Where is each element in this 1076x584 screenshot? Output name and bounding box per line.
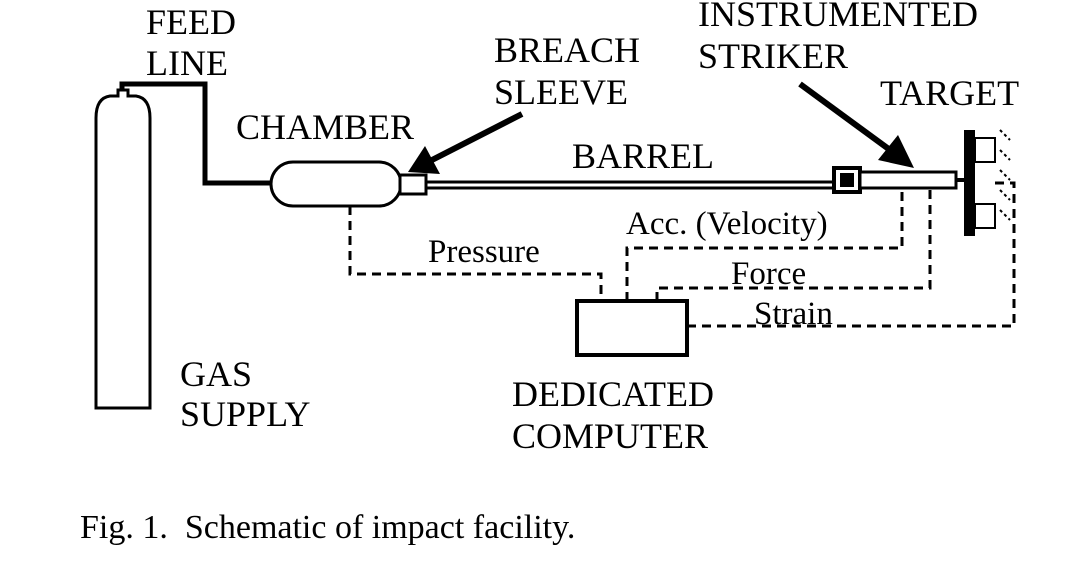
feed-line xyxy=(119,81,275,186)
instrumented-striker xyxy=(858,170,958,190)
label-instrumented-striker-line2: STRIKER xyxy=(698,36,848,76)
label-acc-velocity: Acc. (Velocity) xyxy=(626,206,828,242)
barrel-muzzle-inner xyxy=(840,173,854,187)
label-pressure: Pressure xyxy=(428,234,540,270)
target-hatch xyxy=(999,129,1011,221)
label-breach-sleeve-line1: BREACH xyxy=(494,30,640,70)
breach-sleeve xyxy=(398,173,428,196)
label-gas-supply-line1: GAS xyxy=(180,354,252,394)
label-barrel: BARREL xyxy=(572,136,714,176)
figure-caption: Fig. 1. Schematic of impact facility. xyxy=(80,509,575,546)
label-force: Force xyxy=(731,256,806,292)
pressure-signal-line xyxy=(348,206,603,301)
label-breach-sleeve-line2: SLEEVE xyxy=(494,72,628,112)
target-sensor-bottom xyxy=(974,203,996,229)
label-gas-supply-line2: SUPPLY xyxy=(180,394,310,434)
label-strain: Strain xyxy=(754,296,833,332)
label-feed-line-line2: LINE xyxy=(146,43,228,83)
instrumented-striker-arrow xyxy=(798,81,892,153)
instrumented-striker-arrowhead xyxy=(878,135,914,168)
force-signal-line xyxy=(655,190,932,301)
label-target: TARGET xyxy=(880,73,1019,113)
label-dedicated-computer-line1: DEDICATED xyxy=(512,374,714,414)
label-dedicated-computer-line2: COMPUTER xyxy=(512,416,708,456)
target-sensor-top xyxy=(974,137,996,163)
label-instrumented-striker-line1: INSTRUMENTED xyxy=(698,0,978,34)
breach-sleeve-arrowhead xyxy=(408,146,440,174)
dedicated-computer xyxy=(575,299,689,357)
label-chamber: CHAMBER xyxy=(236,107,414,147)
gas-supply-cylinder xyxy=(94,88,152,410)
label-feed-line-line1: FEED xyxy=(146,2,236,42)
strain-signal-line xyxy=(687,181,1016,328)
target-plate xyxy=(964,130,975,236)
breach-sleeve-arrow xyxy=(430,111,524,163)
chamber xyxy=(269,160,403,208)
